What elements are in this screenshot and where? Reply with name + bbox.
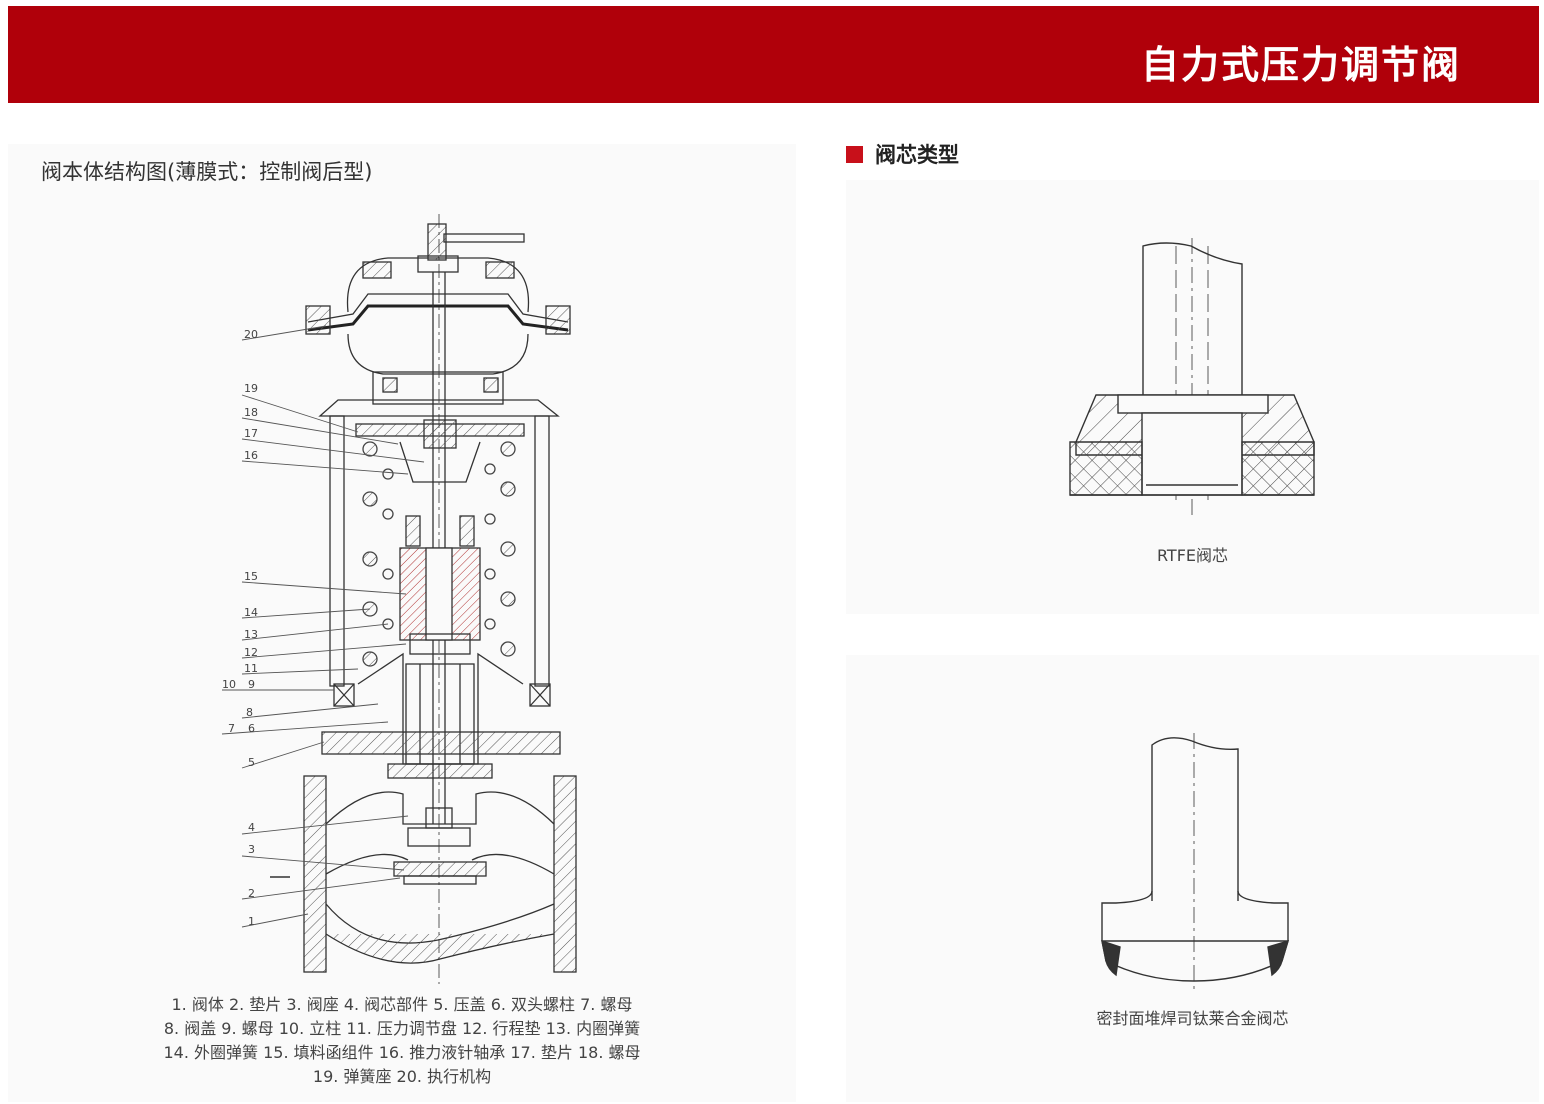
callout-6: 6 — [248, 722, 255, 735]
rtfe-core-diagram — [1069, 238, 1315, 520]
callout-16: 16 — [244, 449, 258, 462]
callout-12: 12 — [244, 646, 258, 659]
callout-15: 15 — [244, 570, 258, 583]
callout-10: 10 — [222, 678, 236, 691]
callout-11: 11 — [244, 662, 258, 675]
callout-20: 20 — [244, 328, 258, 341]
structure-panel: 阀本体结构图(薄膜式：控制阀后型) — [8, 144, 796, 1102]
parts-legend: 1. 阀体 2. 垫片 3. 阀座 4. 阀芯部件 5. 压盖 6. 双头螺柱 … — [8, 993, 796, 1089]
callout-18: 18 — [244, 406, 258, 419]
stellite-caption: 密封面堆焊司钛莱合金阀芯 — [1096, 1009, 1289, 1028]
callout-8: 8 — [246, 706, 253, 719]
callout-4: 4 — [248, 821, 255, 834]
legend-line: 19. 弹簧座 20. 执行机构 — [312, 1067, 492, 1086]
callout-17: 17 — [244, 427, 258, 440]
callout-1: 1 — [248, 915, 255, 928]
callout-5: 5 — [248, 756, 255, 769]
callout-2: 2 — [248, 887, 255, 900]
page-title: 自力式压力调节阀 — [1140, 43, 1461, 87]
legend-line: 8. 阀盖 9. 螺母 10. 立柱 11. 压力调节盘 12. 行程垫 13.… — [163, 1019, 641, 1038]
header-banner: 自力式压力调节阀 — [8, 6, 1539, 103]
core-panel-rtfe: RTFE阀芯 — [846, 180, 1539, 614]
callout-7: 7 — [228, 722, 235, 735]
rtfe-caption: RTFE阀芯 — [1156, 546, 1229, 565]
core-types-heading: 阀芯类型 — [846, 140, 959, 168]
stellite-core-diagram — [1101, 733, 1290, 990]
callout-9: 9 — [248, 678, 255, 691]
core-types-title: 阀芯类型 — [875, 143, 959, 167]
callout-14: 14 — [244, 606, 258, 619]
valve-structure-diagram: 20 19 18 17 16 15 14 13 12 11 10 9 8 7 6… — [221, 214, 577, 984]
square-bullet-icon — [846, 145, 863, 163]
core-panel-stellite: 密封面堆焊司钛莱合金阀芯 — [846, 655, 1539, 1102]
legend-line: 1. 阀体 2. 垫片 3. 阀座 4. 阀芯部件 5. 压盖 6. 双头螺柱 … — [171, 995, 633, 1014]
callout-13: 13 — [244, 628, 258, 641]
callout-3: 3 — [248, 843, 255, 856]
legend-line: 14. 外圈弹簧 15. 填料函组件 16. 推力液针轴承 17. 垫片 18.… — [163, 1043, 641, 1062]
callout-19: 19 — [244, 382, 258, 395]
structure-title: 阀本体结构图(薄膜式：控制阀后型) — [41, 160, 373, 184]
